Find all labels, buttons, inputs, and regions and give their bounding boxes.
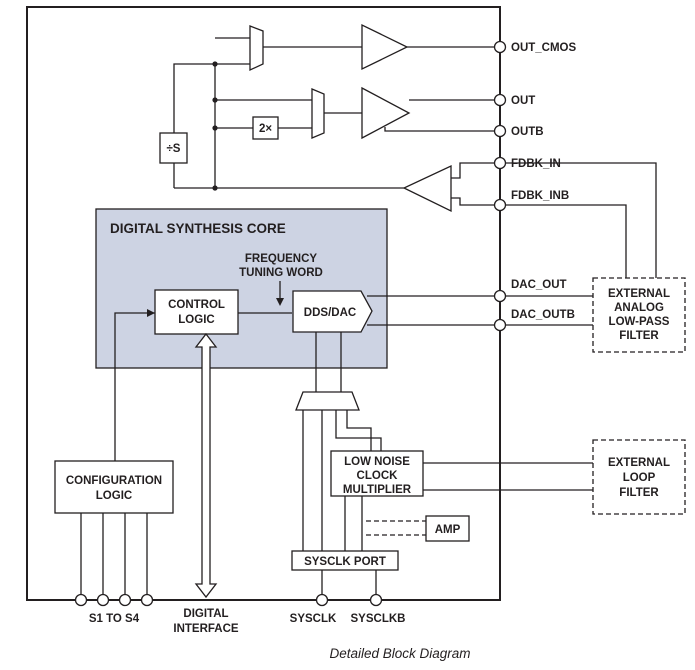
configuration-logic-label-1: CONFIGURATION	[66, 475, 162, 487]
pin-sysclkb: SYSCLKB	[351, 613, 406, 625]
pin-digital-1: DIGITAL	[183, 608, 228, 620]
external-loop-filter	[592, 439, 686, 515]
core-wiring	[238, 295, 593, 326]
external-filter-label-4: FILTER	[619, 330, 659, 342]
bottom-pins	[74, 593, 383, 607]
mux-1	[249, 25, 264, 72]
digital-interface-arrow	[194, 332, 218, 599]
control-logic-label-1: CONTROL	[168, 299, 225, 311]
sysclk-port-label: SYSCLK PORT	[304, 556, 386, 568]
external-filter-label-2: ANALOG	[614, 302, 664, 314]
pin-out-cmos: OUT_CMOS	[511, 42, 577, 54]
configuration-logic-label-2: LOGIC	[96, 490, 132, 502]
external-filter-label-1: EXTERNAL	[608, 288, 670, 300]
divider-label: ÷S	[167, 143, 181, 155]
pin-fdbk-in: FDBK_IN	[511, 158, 561, 170]
pin-dac-out: DAC_OUT	[511, 279, 567, 291]
pin-sysclk: SYSCLK	[290, 613, 337, 625]
external-loop-label-3: FILTER	[619, 487, 659, 499]
config-to-control-arrow	[147, 309, 155, 317]
control-logic-block	[154, 289, 239, 335]
ftw-label-1: FREQUENCY	[245, 253, 318, 265]
doubler-label: 2×	[259, 123, 272, 135]
divider-block	[159, 132, 188, 164]
clock-wiring	[302, 332, 593, 595]
external-lowpass-filter	[592, 277, 686, 353]
clock-multiplier-block	[330, 450, 424, 497]
core-title: DIGITAL SYNTHESIS CORE	[110, 221, 286, 236]
doubler-block	[252, 116, 279, 140]
clock-multiplier-label-1: LOW NOISE	[344, 456, 410, 468]
external-loop-label-1: EXTERNAL	[608, 457, 670, 469]
pin-fdbk-inb: FDBK_INB	[511, 190, 569, 202]
amp-block	[425, 515, 470, 542]
pin-out: OUT	[511, 95, 535, 107]
mux-2	[311, 88, 325, 139]
feedback-receiver	[402, 164, 452, 213]
sysclk-port-block	[291, 550, 399, 571]
cmos-buffer	[361, 23, 409, 71]
dds-dac-label: DDS/DAC	[304, 307, 356, 319]
clock-multiplier-label-2: CLOCK	[357, 470, 399, 482]
pin-digital-2: INTERFACE	[173, 623, 239, 635]
ftw-label-2: TUNING WORD	[239, 267, 323, 279]
digital-synthesis-core	[95, 208, 388, 369]
differential-buffer	[361, 86, 411, 140]
configuration-logic-block	[54, 460, 174, 514]
pin-s1-s4: S1 TO S4	[89, 613, 140, 625]
clock-multiplier-label-3: MULTIPLIER	[343, 484, 412, 496]
pin-outb: OUTB	[511, 126, 544, 138]
external-loop-label-2: LOOP	[623, 472, 656, 484]
clock-mux	[295, 391, 360, 411]
caption: Detailed Block Diagram	[329, 646, 470, 661]
amp-label: AMP	[435, 524, 461, 536]
external-filter-label-3: LOW-PASS	[609, 316, 670, 328]
right-pins	[493, 40, 507, 332]
dds-dac-block	[292, 290, 373, 333]
config-pin-wiring	[80, 513, 148, 595]
pin-dac-outb: DAC_OUTB	[511, 309, 575, 321]
tuning-word-arrow	[276, 298, 284, 306]
control-logic-label-2: LOGIC	[178, 314, 214, 326]
